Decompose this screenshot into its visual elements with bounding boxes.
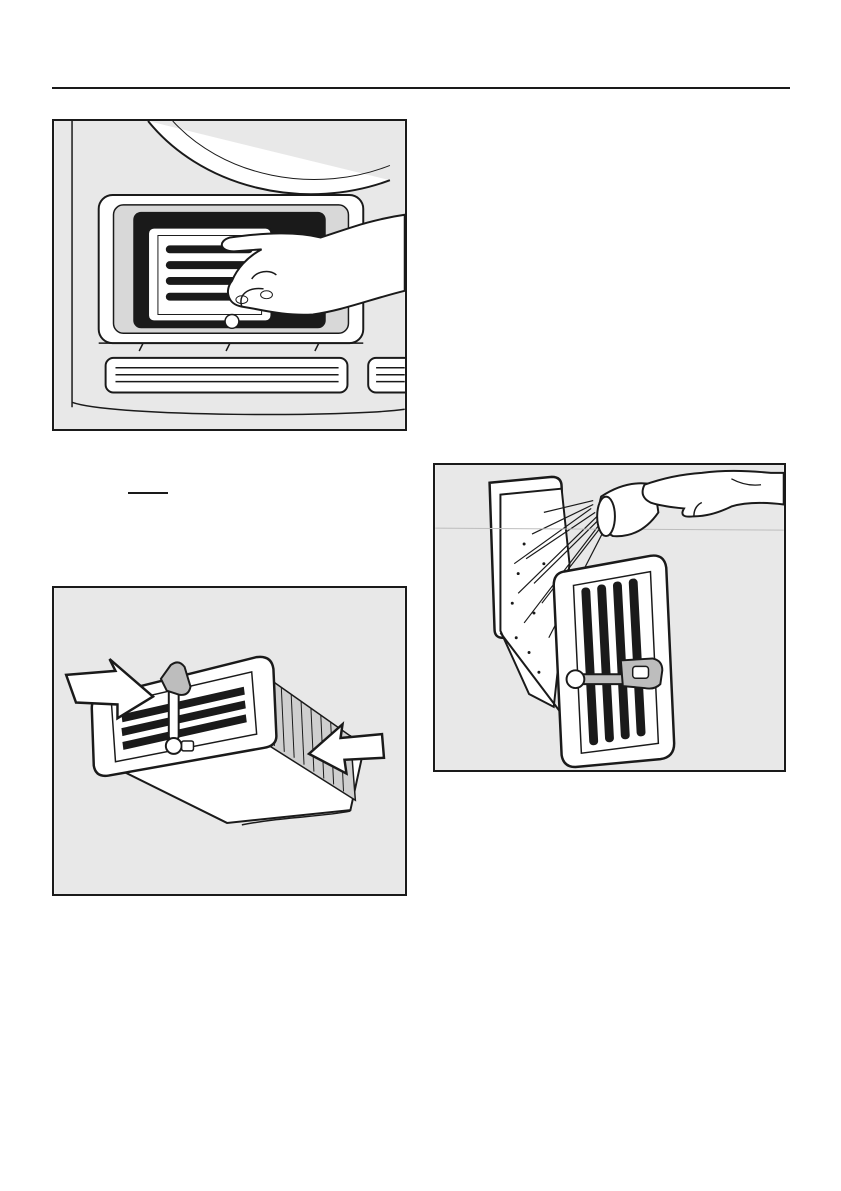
filter-insert-arrows-illustration (54, 588, 405, 894)
figure-filter-arrows (52, 586, 407, 896)
hand-removing-filter-illustration (54, 121, 405, 429)
figure-rinse-filter (433, 463, 786, 772)
figure-remove-filter (52, 119, 407, 431)
underline-mark (128, 492, 168, 494)
rinsing-filter-under-shower-illustration (435, 465, 784, 770)
header-rule (52, 87, 790, 89)
